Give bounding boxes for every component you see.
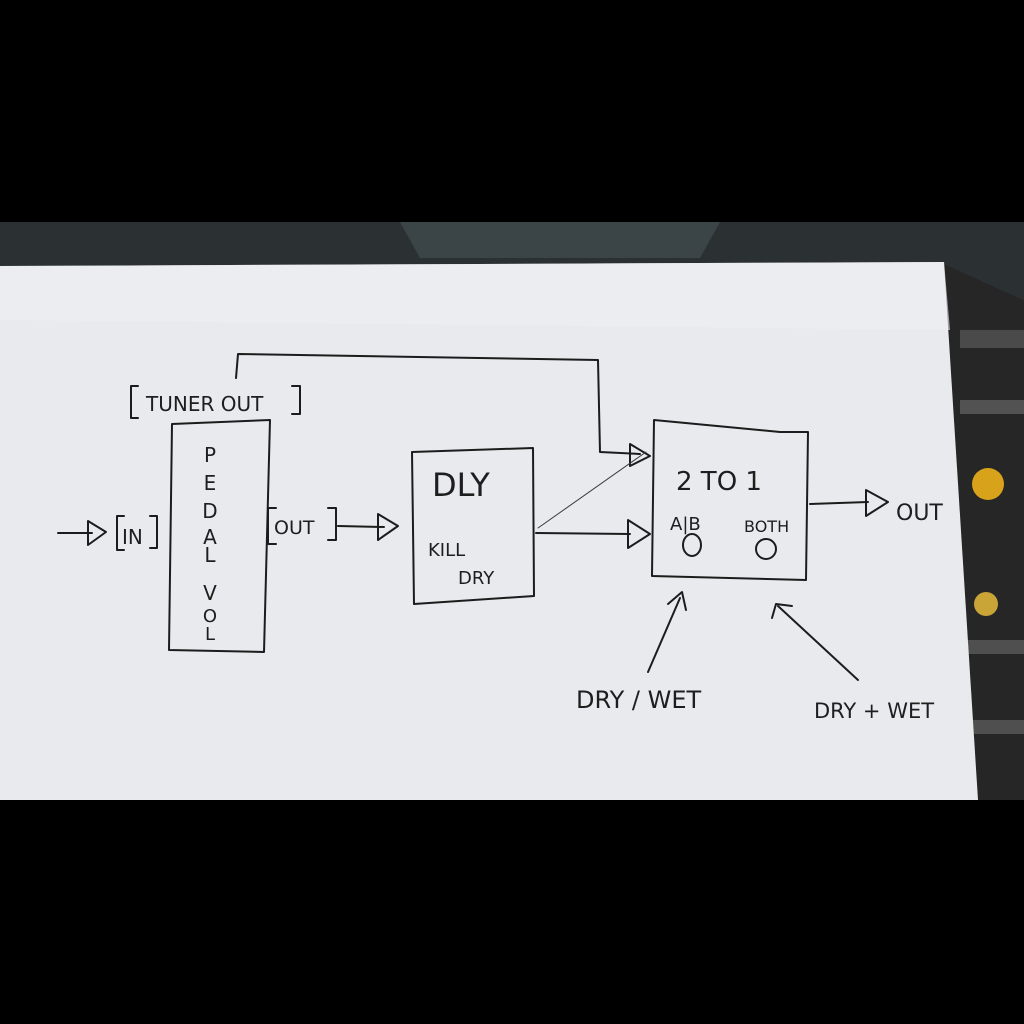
switcher-box: 2 TO 1 A|B BOTH	[651, 419, 809, 581]
pedal-volume-box: P E D A L V O L	[168, 419, 271, 653]
output-jack: OUT	[809, 489, 943, 526]
pedal-letter-v: V	[203, 581, 217, 605]
pedal-letter-e: E	[204, 471, 217, 495]
annotation-ab: DRY / WET	[576, 591, 702, 714]
annotation-both-label: DRY + WET	[814, 699, 934, 723]
paper-highlight	[0, 262, 950, 330]
desk-edge	[0, 222, 1024, 300]
pedal-letter-o: O	[203, 606, 217, 627]
tuner-out-bracket-left	[130, 385, 139, 419]
delay-dry-label: DRY	[458, 568, 495, 589]
desk-shadow	[400, 222, 720, 258]
tuner-wire-arrowhead	[629, 443, 651, 467]
input-bracket-right	[149, 515, 158, 549]
switcher-outline	[651, 419, 809, 581]
annotation-ab-arrowhead	[667, 591, 687, 611]
delay-to-switch-arrowhead	[627, 519, 651, 549]
annotation-both: DRY + WET	[771, 603, 934, 723]
delay-dry-diagonal-wire	[537, 451, 647, 529]
switch-both-footswitch-icon	[755, 538, 777, 560]
side-shelf	[940, 262, 1024, 800]
input-bracket-left	[116, 515, 125, 551]
annotation-both-arrowhead	[771, 603, 793, 619]
input-jack: IN	[57, 515, 158, 551]
pedal-volume-outline	[168, 419, 271, 653]
pedal-letter-l2: L	[205, 624, 215, 645]
input-label: IN	[122, 525, 143, 549]
delay-title: DLY	[432, 466, 490, 504]
pedal-out-jack: OUT	[267, 507, 399, 545]
output-arrowhead	[865, 489, 889, 517]
annotation-ab-label: DRY / WET	[576, 686, 702, 714]
annotation-both-pointer	[777, 605, 859, 681]
pedal-letter-a: A	[203, 525, 217, 549]
pedal-out-bracket-left	[267, 507, 277, 545]
paper-sheet	[0, 262, 978, 800]
signal-flow-diagram: TUNER OUT IN P E D A L V O L	[57, 353, 943, 723]
pedal-letter-d: D	[202, 499, 217, 523]
switch-ab-footswitch-icon	[682, 533, 702, 557]
annotation-ab-pointer	[647, 597, 681, 673]
pedal-out-label: OUT	[274, 517, 315, 539]
output-label: OUT	[896, 501, 943, 526]
pedal-to-delay-arrowhead	[377, 513, 399, 541]
input-arrowhead	[87, 520, 107, 546]
pedal-to-delay-wire	[337, 525, 385, 528]
pedal-out-bracket-right	[327, 507, 337, 541]
delay-box: DLY KILL DRY	[411, 447, 535, 605]
tuner-out-wire	[235, 353, 641, 455]
delay-to-switch-wire	[535, 532, 631, 535]
pedal-letter-p: P	[204, 443, 216, 467]
switch-ab-label: A|B	[670, 514, 701, 535]
switch-both-label: BOTH	[744, 517, 789, 536]
tuner-out-bracket-right	[291, 385, 301, 415]
pedal-letter-l: L	[204, 543, 216, 567]
tuner-out-label: TUNER OUT	[145, 392, 264, 416]
switcher-title: 2 TO 1	[676, 467, 762, 497]
delay-kill-label: KILL	[428, 540, 465, 561]
output-wire	[809, 501, 869, 505]
side-objects	[960, 330, 1024, 734]
delay-outline	[411, 447, 535, 605]
tuner-out-jack: TUNER OUT	[130, 385, 301, 419]
